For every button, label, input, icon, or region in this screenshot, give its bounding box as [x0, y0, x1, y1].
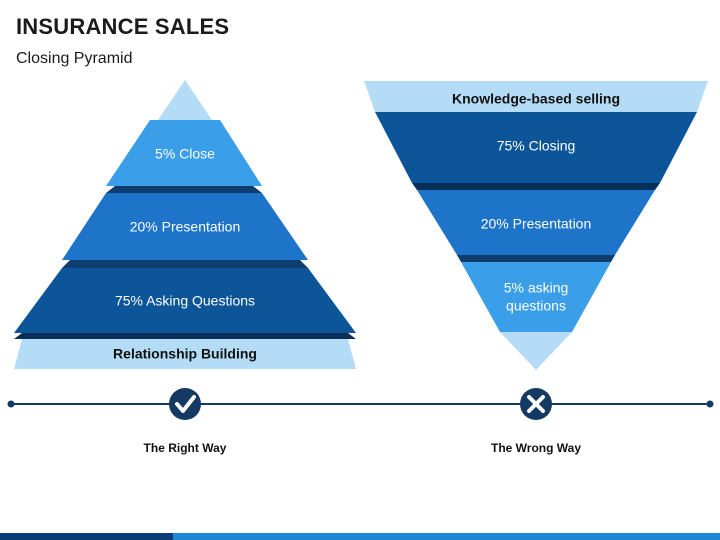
right-tier-2-shadow [457, 255, 615, 262]
left-tier-base [14, 339, 356, 369]
right-tier-top [364, 81, 708, 112]
right-pyramid-tip [500, 332, 572, 370]
left-tier-1-shadow [106, 186, 262, 193]
right-level-1-label: 75% Closing [496, 137, 576, 154]
left-pyramid [14, 80, 356, 369]
right-level-2-label: 20% Presentation [480, 215, 592, 232]
right-tier-2 [417, 190, 655, 255]
left-level-1-label: 5% Close [155, 145, 215, 162]
timeline [7, 388, 714, 420]
cross-icon [520, 388, 552, 420]
left-base-label: Relationship Building [113, 345, 257, 362]
timeline-end-dot [706, 400, 714, 408]
right-pyramid [364, 81, 708, 370]
right-top-label: Knowledge-based selling [451, 90, 621, 107]
left-pyramid-apex [158, 80, 212, 120]
right-tier-3 [461, 262, 611, 332]
left-tier-3-shadow [14, 333, 356, 339]
left-tier-2 [62, 193, 308, 260]
timeline-start-dot [7, 400, 15, 408]
right-tier-1-shadow [412, 183, 660, 190]
footer-bar [0, 533, 720, 540]
check-icon [169, 388, 201, 420]
left-level-2-label: 20% Presentation [129, 218, 241, 235]
right-way-caption: The Right Way [143, 441, 227, 455]
left-tier-1 [106, 120, 262, 186]
left-level-3-label: 75% Asking Questions [114, 292, 256, 309]
wrong-way-caption: The Wrong Way [491, 441, 581, 455]
left-tier-3 [14, 268, 356, 333]
left-tier-2-shadow [62, 260, 308, 268]
page-title: INSURANCE SALES [16, 14, 230, 39]
right-level-3-label: 5% asking questions [503, 279, 569, 314]
page-subtitle: Closing Pyramid [16, 50, 133, 67]
right-tier-1 [375, 112, 697, 183]
